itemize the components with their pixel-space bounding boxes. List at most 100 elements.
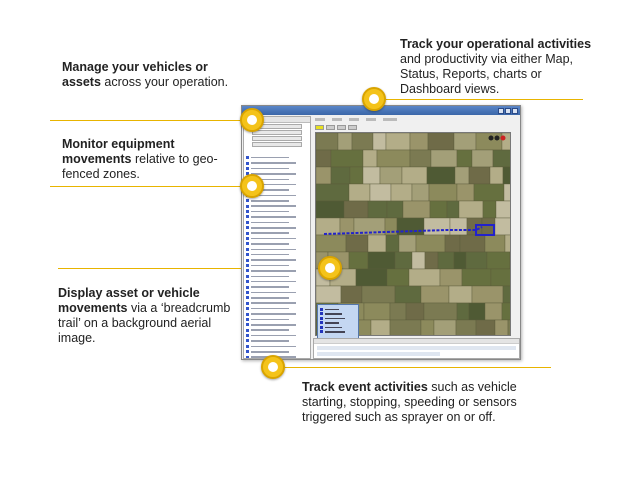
asset-list-item[interactable] (244, 220, 310, 225)
map-field (316, 200, 345, 219)
toolbar-button-1[interactable] (315, 124, 324, 130)
minimize-icon[interactable] (498, 107, 504, 114)
map-nav-icon-2[interactable] (494, 135, 500, 141)
legend-item (320, 325, 356, 330)
map-field (415, 234, 446, 253)
asset-list-item[interactable] (244, 252, 310, 257)
asset-list-item[interactable] (244, 295, 310, 300)
map-field (370, 319, 391, 335)
map-field (492, 149, 510, 168)
asset-list-item[interactable] (244, 306, 310, 311)
asset-label (251, 297, 289, 299)
map-field (316, 133, 339, 151)
asset-label (251, 210, 289, 213)
asset-list-item[interactable] (244, 214, 310, 219)
toolbar-button-4[interactable] (348, 124, 357, 130)
map-field (384, 217, 398, 236)
map-field (420, 319, 435, 335)
asset-list-item[interactable] (244, 166, 310, 171)
asset-label (251, 248, 296, 251)
asset-list-item[interactable] (244, 160, 310, 165)
view-tabs (313, 116, 520, 123)
asset-list-item[interactable] (244, 344, 310, 349)
event-log-row[interactable] (317, 346, 516, 350)
tab-2[interactable] (332, 118, 342, 121)
asset-list-item[interactable] (244, 279, 310, 284)
asset-label (251, 307, 289, 310)
map-nav-icon-3[interactable] (500, 135, 506, 141)
asset-list-item[interactable] (244, 241, 310, 246)
map-field (411, 251, 426, 270)
leader-track-ops (375, 99, 583, 100)
tab-3[interactable] (349, 118, 359, 121)
map-field (420, 285, 450, 304)
event-log-row[interactable] (317, 352, 440, 356)
close-icon[interactable] (512, 107, 518, 114)
leader-monitor (50, 186, 250, 187)
legend-label (325, 308, 339, 310)
asset-list-item[interactable] (244, 338, 310, 343)
asset-list-item[interactable] (244, 333, 310, 338)
asset-list-item[interactable] (244, 290, 310, 295)
asset-list-item[interactable] (244, 257, 310, 262)
asset-label (251, 194, 296, 197)
asset-list-item[interactable] (244, 209, 310, 214)
asset-label (251, 334, 296, 337)
legend-label (325, 326, 342, 328)
asset-list-item[interactable] (244, 322, 310, 327)
asset-list-item[interactable] (244, 311, 310, 316)
asset-list-item[interactable] (244, 236, 310, 241)
map-field (386, 200, 404, 219)
asset-label (251, 318, 289, 321)
asset-list-header (244, 117, 310, 123)
asset-list-item[interactable] (244, 268, 310, 273)
tab-5[interactable] (383, 118, 397, 121)
asset-list[interactable] (244, 155, 310, 358)
map-field (361, 285, 396, 304)
map-field (345, 234, 369, 253)
map-field (490, 268, 510, 287)
map-field (408, 268, 441, 287)
legend-swatch-icon (320, 325, 323, 329)
legend-swatch-icon (320, 321, 323, 325)
map-field (471, 149, 494, 168)
map-field (427, 133, 455, 151)
asset-list-item[interactable] (244, 274, 310, 279)
asset-list-item[interactable] (244, 247, 310, 252)
asset-icon (246, 242, 249, 246)
toolbar-button-2[interactable] (326, 124, 335, 130)
asset-list-item[interactable] (244, 349, 310, 354)
map-field (502, 166, 510, 185)
tab-4[interactable] (366, 118, 376, 121)
tab-1[interactable] (315, 118, 325, 121)
asset-list-item[interactable] (244, 204, 310, 209)
toolbar-button-3[interactable] (337, 124, 346, 130)
map-field (369, 183, 392, 202)
asset-list-item[interactable] (244, 301, 310, 306)
map-field (465, 251, 488, 270)
asset-button-2[interactable] (252, 130, 302, 135)
map-field (367, 200, 388, 219)
map-field (423, 217, 451, 236)
map-field (453, 133, 477, 151)
maximize-icon[interactable] (505, 107, 511, 114)
asset-list-item[interactable] (244, 263, 310, 268)
asset-list-item[interactable] (244, 284, 310, 289)
map-field (489, 166, 504, 185)
asset-button-4[interactable] (252, 142, 302, 147)
asset-button-3[interactable] (252, 136, 302, 141)
map-field (330, 166, 351, 185)
map-field (456, 183, 475, 202)
map-field (495, 200, 510, 219)
asset-icon (246, 253, 249, 257)
asset-list-item[interactable] (244, 171, 310, 176)
asset-list-item[interactable] (244, 198, 310, 203)
window-controls (498, 107, 520, 114)
asset-list-item[interactable] (244, 317, 310, 322)
asset-label (251, 280, 296, 283)
asset-list-item[interactable] (244, 328, 310, 333)
asset-list-item[interactable] (244, 155, 310, 160)
asset-list-item[interactable] (244, 230, 310, 235)
map-nav-icon-1[interactable] (488, 135, 494, 141)
asset-list-item[interactable] (244, 225, 310, 230)
